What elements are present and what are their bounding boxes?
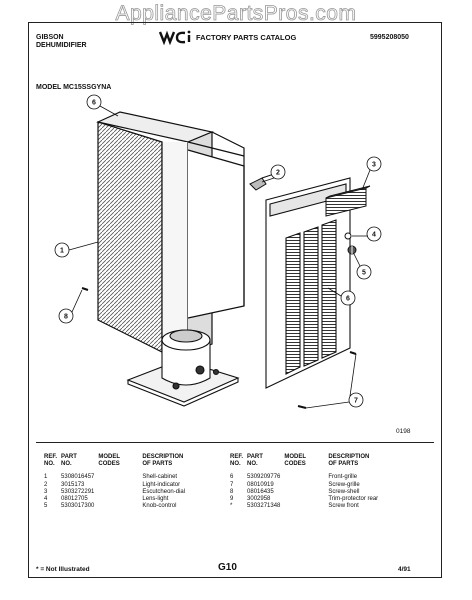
catalog-number: 5995208050 [370,34,409,41]
col-ref: REF.NO. [230,454,244,468]
base-compressor [126,329,240,407]
knob-control [347,245,357,255]
escutcheon-dial [325,185,371,217]
screw-grille-upper [349,351,357,355]
product-type: DEHUMIDIFIER [36,42,87,49]
wci-logo-icon [158,30,191,45]
callouts [54,94,382,409]
callout-label-6b: 6 [346,296,350,303]
screw-grille-lower [297,405,307,409]
table-top-divider [36,442,434,443]
callout-label-1: 1 [60,248,64,255]
callout-label-8: 8 [64,314,68,321]
lens-light [344,232,352,240]
page-frame [28,22,442,578]
page-number: G10 [218,562,237,573]
screw-shell [81,287,89,291]
exploded-parts-diagram: 6 2 3 4 5 1 6 8 7 [54,94,382,409]
revision-date: 4/91 [398,566,411,573]
watermark: AppliancePartsPros.com [115,2,357,26]
footnote: * = Not Illustrated [36,566,90,573]
catalog-title: FACTORY PARTS CATALOG [196,33,297,42]
callout-label-7: 7 [354,398,358,405]
diagram-code: 0198 [396,428,411,435]
brand-block: GIBSON DEHUMIDIFIER [36,34,87,50]
col-ref: REF.NO. [44,454,58,468]
brand-name: GIBSON [36,34,64,41]
cabinet-shell [96,111,245,355]
front-grille [265,177,351,389]
callout-label-3: 3 [372,162,376,169]
callout-label-6a: 6 [92,100,96,107]
callout-label-4: 4 [372,232,376,239]
callout-label-2: 2 [276,170,280,177]
model-label: MODEL MC15SSGYNA [36,84,112,91]
callout-label-5: 5 [362,270,366,277]
